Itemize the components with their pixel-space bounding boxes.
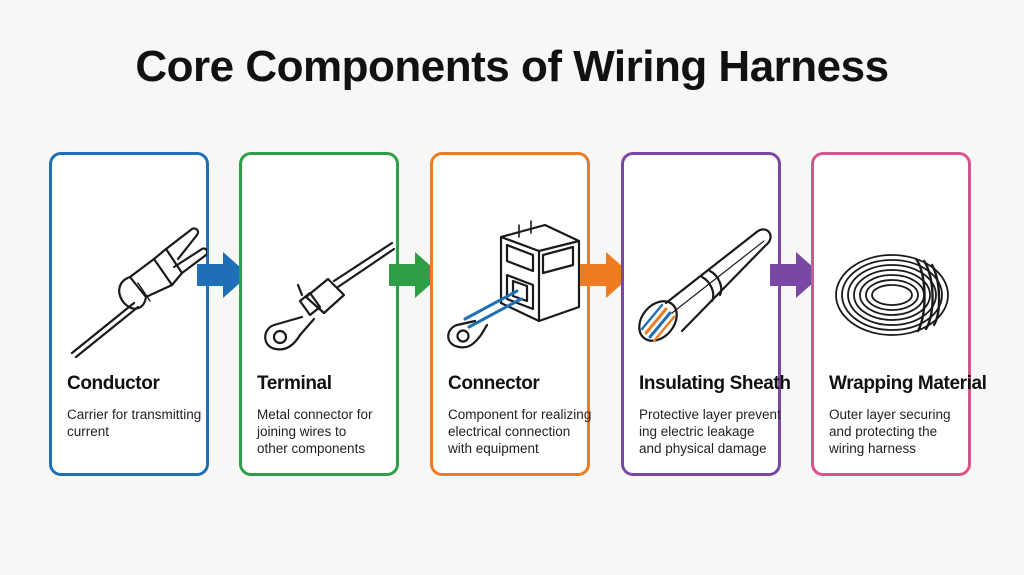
insulated-cable-icon <box>638 228 772 343</box>
card-insulating-sheath: Insulating Sheath Protective layer preve… <box>621 152 791 476</box>
connector-housing-icon <box>447 220 581 349</box>
coiled-wire-icon <box>835 254 949 336</box>
card-title: Connector <box>448 373 540 394</box>
card-title: Terminal <box>257 373 332 394</box>
right-arrow-icon <box>580 252 632 298</box>
page-title: Core Components of Wiring Harness <box>135 42 889 91</box>
card-title: Conductor <box>67 373 160 394</box>
card-title: Wrapping Material <box>829 373 987 394</box>
right-arrow-icon <box>197 252 249 298</box>
right-arrow-icon <box>770 252 822 298</box>
card-title: Insulating Sheath <box>639 373 791 394</box>
ring-terminal-icon <box>264 241 396 351</box>
right-arrow-icon <box>389 252 441 298</box>
plug-cable-icon <box>70 227 207 359</box>
